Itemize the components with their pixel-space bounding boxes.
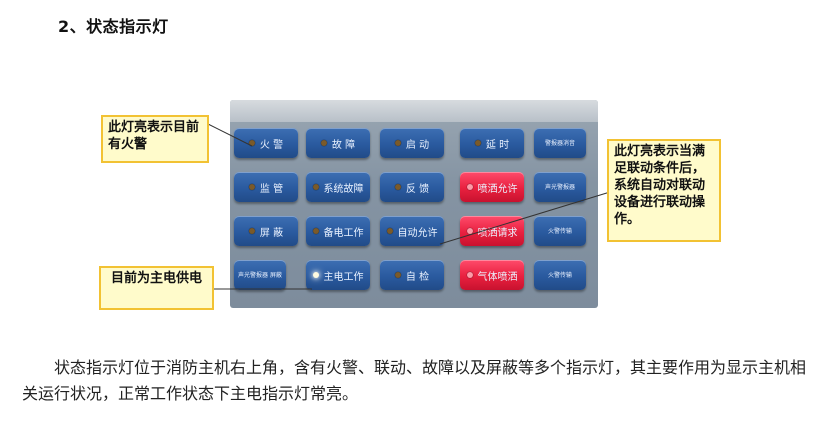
indicator-key-label: 声光警报器 — [544, 183, 575, 191]
indicator-key: 自 检 — [380, 260, 444, 290]
indicator-led-icon — [394, 140, 401, 146]
indicator-key: 火 警 — [234, 128, 298, 158]
indicator-key: 反 馈 — [380, 172, 444, 202]
indicator-key: 系统故障 — [306, 172, 370, 202]
section-heading: 2、状态指示灯 — [58, 17, 169, 36]
indicator-led-icon — [248, 140, 255, 146]
indicator-key: 延 时 — [460, 128, 524, 158]
indicator-key-label: 启 动 — [405, 139, 430, 151]
indicator-key-label: 火 警 — [259, 139, 284, 151]
indicator-key-label: 火警传输 — [547, 271, 572, 279]
indicator-led-icon — [474, 140, 481, 146]
indicator-led-icon — [248, 184, 255, 190]
main-power-callout: 目前为主电供电 — [99, 266, 214, 310]
indicator-key-label: 警报器消音 — [544, 139, 575, 147]
indicator-key: 备电工作 — [306, 216, 370, 246]
indicator-key: 主电工作 — [306, 260, 370, 290]
indicator-key-label: 监 管 — [259, 183, 284, 195]
indicator-key: 气体喷洒 — [460, 260, 524, 290]
indicator-key-label: 火警传输 — [547, 227, 572, 235]
panel-top-edge — [230, 100, 598, 122]
indicator-key-label: 喷洒允许 — [477, 183, 518, 195]
indicator-key-label: 备电工作 — [323, 227, 364, 239]
indicator-key: 喷洒请求 — [460, 216, 524, 246]
indicator-led-icon — [394, 184, 401, 190]
indicator-led-icon — [248, 228, 255, 234]
indicator-key: 火警传输 — [534, 216, 586, 246]
indicator-panel-photo: 火 警 故 障 启 动 延 时 警报器消音监 管 系统故障 反 馈 喷洒允许 声光警报器屏 蔽 备… — [230, 100, 598, 308]
indicator-key: 监 管 — [234, 172, 298, 202]
indicator-key-label: 声光警报器 屏蔽 — [238, 271, 282, 279]
indicator-led-icon — [394, 272, 401, 278]
linkage-callout: 此灯亮表示当满足联动条件后，系统自动对联动设备进行联动操作。 — [607, 139, 721, 242]
indicator-led-icon — [320, 140, 327, 146]
indicator-led-icon — [466, 184, 473, 190]
indicator-key: 声光警报器 屏蔽 — [234, 260, 286, 290]
indicator-key: 故 障 — [306, 128, 370, 158]
indicator-key-label: 气体喷洒 — [477, 271, 518, 283]
indicator-key: 声光警报器 — [534, 172, 586, 202]
indicator-key-label: 延 时 — [485, 139, 510, 151]
indicator-key-label: 喷洒请求 — [477, 227, 518, 239]
indicator-key: 启 动 — [380, 128, 444, 158]
indicator-key-label: 系统故障 — [323, 183, 364, 195]
description-paragraph: 状态指示灯位于消防主机右上角，含有火警、联动、故障以及屏蔽等多个指示灯，其主要作… — [22, 358, 807, 403]
indicator-key: 屏 蔽 — [234, 216, 298, 246]
indicator-led-icon — [466, 228, 473, 234]
indicator-key-label: 屏 蔽 — [259, 227, 284, 239]
indicator-led-icon — [466, 272, 473, 278]
indicator-key-label: 自动允许 — [397, 227, 438, 239]
indicator-key: 警报器消音 — [534, 128, 586, 158]
indicator-key: 喷洒允许 — [460, 172, 524, 202]
indicator-key-label: 故 障 — [331, 139, 356, 151]
indicator-led-icon — [312, 184, 319, 190]
indicator-key: 自动允许 — [380, 216, 444, 246]
fire-alarm-callout: 此灯亮表示目前有火警 — [101, 115, 209, 163]
indicator-key-label: 主电工作 — [323, 271, 364, 283]
indicator-led-icon — [312, 272, 319, 278]
indicator-key-label: 自 检 — [405, 271, 430, 283]
indicator-led-icon — [312, 228, 319, 234]
indicator-key: 火警传输 — [534, 260, 586, 290]
indicator-led-icon — [386, 228, 393, 234]
indicator-key-label: 反 馈 — [405, 183, 430, 195]
